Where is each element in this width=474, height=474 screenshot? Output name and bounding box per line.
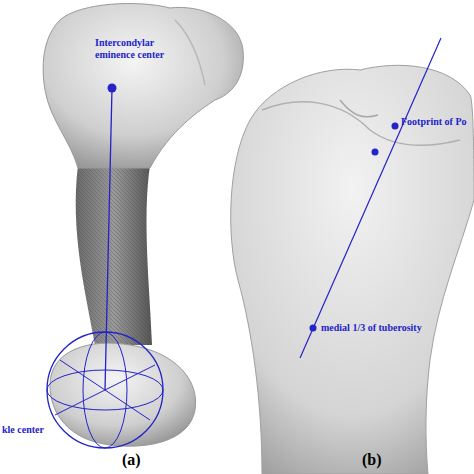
landmark-label: Intercondylar eminence center <box>95 37 195 60</box>
plateau-ridge <box>175 20 205 85</box>
landmark-dot <box>310 325 317 332</box>
shaft-hatch <box>76 165 152 345</box>
proximal-tibia <box>231 65 474 474</box>
landmark-dot <box>372 149 379 156</box>
panel-label: (b) <box>362 451 382 469</box>
rotation-axis <box>300 38 441 358</box>
mechanical-axis <box>105 88 112 390</box>
panel-label: (a) <box>122 451 141 469</box>
landmark-dot <box>108 84 117 93</box>
eminence-ridge <box>340 100 378 117</box>
landmark-label: kle center <box>2 424 44 436</box>
landmark-dot <box>392 123 399 130</box>
landmark-label: medial 1/3 of tuberosity <box>321 322 422 334</box>
tibia-shaft <box>76 165 152 345</box>
tibia-plateau <box>43 4 243 168</box>
landmark-label: Footprint of Po <box>401 116 467 128</box>
distal-tibia <box>50 343 196 446</box>
